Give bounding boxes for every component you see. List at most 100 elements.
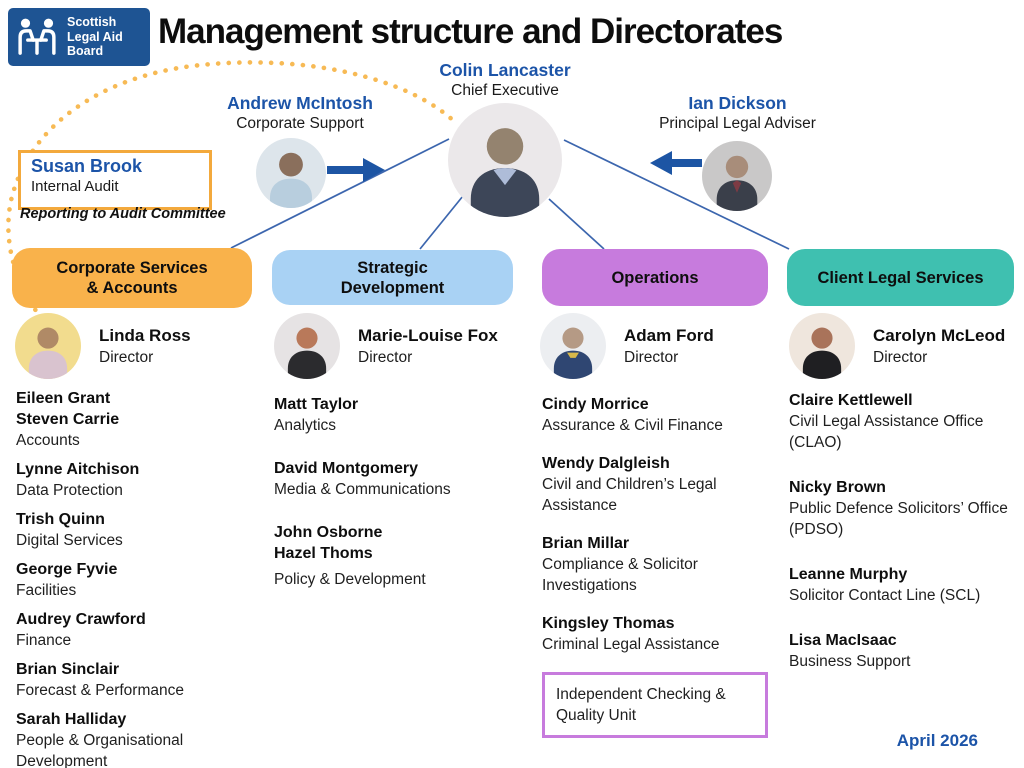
team-names: Eileen Grant Steven Carrie: [16, 390, 120, 428]
page-title: Management structure and Directorates: [158, 12, 783, 51]
team-entry: Cindy Morrice Assurance & Civil Finance: [542, 394, 776, 436]
connector-line-operations: [548, 198, 605, 250]
team-area: Accounts: [16, 432, 80, 449]
adam-ford-photo: [540, 313, 606, 379]
effective-date: April 2026: [896, 731, 978, 750]
directorate-pill-operations: Operations: [542, 249, 768, 306]
team-names: Cindy Morrice: [542, 396, 649, 413]
director-name: Carolyn McLeod: [873, 325, 1006, 345]
corporate-support-role: Corporate Support: [236, 115, 364, 132]
team-entry: Wendy Dalgleish Civil and Children’s Leg…: [542, 453, 776, 516]
director-role: Director: [99, 348, 154, 366]
team-area: Civil and Children’s Legal Assistance: [542, 476, 717, 514]
team-area: Forecast & Performance: [16, 682, 184, 699]
team-list-client-legal-services: Claire Kettlewell Civil Legal Assistance…: [789, 390, 1021, 696]
team-entry: George Fyvie Facilities: [16, 559, 266, 601]
team-area: Finance: [16, 632, 72, 649]
chief-executive-name: Colin Lancaster: [439, 60, 571, 80]
team-names: David Montgomery: [274, 460, 419, 477]
director-row: Adam Ford Director: [540, 313, 714, 379]
team-area: Solicitor Contact Line (SCL): [789, 587, 981, 604]
team-names: Claire Kettlewell: [789, 392, 913, 409]
team-area: Analytics: [274, 417, 337, 434]
arrow-right-icon: [327, 158, 385, 182]
carolyn-mcleod-photo: [789, 313, 855, 379]
directorate-pill-corporate-services: Corporate Services & Accounts: [12, 248, 252, 308]
team-names: Audrey Crawford: [16, 611, 146, 628]
connector-line-strategic: [419, 190, 468, 250]
team-area: Digital Services: [16, 532, 123, 549]
director-row: Linda Ross Director: [15, 313, 191, 379]
director-role: Director: [873, 348, 928, 366]
team-names: Kingsley Thomas: [542, 615, 675, 632]
team-area: Public Defence Solicitors’ Office (PDSO): [789, 500, 1008, 538]
team-entry: Kingsley Thomas Criminal Legal Assistanc…: [542, 613, 776, 655]
team-area: Business Support: [789, 653, 911, 670]
team-area: Criminal Legal Assistance: [542, 636, 720, 653]
team-names: Brian Millar: [542, 535, 630, 552]
ian-dickson-photo: [702, 141, 772, 211]
director-role: Director: [358, 348, 413, 366]
directorate-pill-client-legal-services: Client Legal Services: [787, 249, 1014, 306]
team-entry: Trish Quinn Digital Services: [16, 509, 266, 551]
team-names: Leanne Murphy: [789, 566, 908, 583]
team-entry: Claire Kettlewell Civil Legal Assistance…: [789, 390, 1021, 453]
team-names: John Osborne Hazel Thoms: [274, 524, 383, 562]
corporate-support-name: Andrew McIntosh: [227, 93, 373, 113]
audit-committee-note: Reporting to Audit Committee: [20, 206, 226, 222]
internal-audit-box: Susan Brook Internal Audit: [18, 150, 212, 210]
team-entry: Sarah Halliday People & Organisational D…: [16, 709, 266, 768]
chief-executive-role: Chief Executive: [451, 82, 559, 99]
internal-audit-name: Susan Brook: [31, 156, 143, 176]
team-entry: Lisa MacIsaac Business Support: [789, 630, 1021, 672]
team-list-corporate-services: Eileen Grant Steven Carrie Accounts Lynn…: [16, 388, 266, 768]
director-row: Marie-Louise Fox Director: [274, 313, 498, 379]
team-entry: Brian Millar Compliance & Solicitor Inve…: [542, 533, 776, 596]
marie-louise-fox-photo: [274, 313, 340, 379]
team-names: Matt Taylor: [274, 396, 359, 413]
team-names: Wendy Dalgleish: [542, 455, 670, 472]
team-names: Lynne Aitchison: [16, 461, 140, 478]
team-list-strategic-development: Matt Taylor Analytics David Montgomery M…: [274, 394, 526, 612]
team-entry: Lynne Aitchison Data Protection: [16, 459, 266, 501]
team-area: Assurance & Civil Finance: [542, 417, 723, 434]
internal-audit-role: Internal Audit: [31, 178, 119, 195]
team-area: Compliance & Solicitor Investigations: [542, 556, 698, 594]
legal-adviser-text: Ian Dickson Principal Legal Adviser: [625, 93, 850, 133]
colin-lancaster-photo: [448, 103, 562, 217]
team-entry: Leanne Murphy Solicitor Contact Line (SC…: [789, 564, 1021, 606]
legal-adviser-name: Ian Dickson: [688, 93, 787, 113]
team-entry: Audrey Crawford Finance: [16, 609, 266, 651]
team-entry: Matt Taylor Analytics: [274, 394, 526, 436]
arrow-left-icon: [650, 151, 702, 175]
slab-logo-text: Scottish Legal Aid Board: [67, 15, 123, 59]
team-area: Media & Communications: [274, 481, 451, 498]
team-names: Trish Quinn: [16, 511, 105, 528]
director-role: Director: [624, 348, 679, 366]
team-names: Lisa MacIsaac: [789, 632, 897, 649]
team-area: Data Protection: [16, 482, 123, 499]
linda-ross-photo: [15, 313, 81, 379]
director-row: Carolyn McLeod Director: [789, 313, 1005, 379]
director-name: Linda Ross: [99, 325, 191, 345]
team-names: George Fyvie: [16, 561, 118, 578]
team-area: Policy & Development: [274, 571, 426, 588]
team-entry: Nicky Brown Public Defence Solicitors’ O…: [789, 477, 1021, 540]
andrew-mcintosh-photo: [256, 138, 326, 208]
corporate-support-text: Andrew McIntosh Corporate Support: [200, 93, 400, 133]
team-names: Sarah Halliday: [16, 711, 127, 728]
team-entry: David Montgomery Media & Communications: [274, 458, 526, 500]
team-area: Civil Legal Assistance Office (CLAO): [789, 413, 984, 451]
directorate-pill-strategic-development: Strategic Development: [272, 250, 513, 305]
independent-checking-quality-unit-box: Independent Checking & Quality Unit: [542, 672, 768, 738]
director-name: Adam Ford: [624, 325, 714, 345]
chief-executive-text: Colin Lancaster Chief Executive: [405, 60, 605, 100]
legal-adviser-role: Principal Legal Adviser: [659, 115, 816, 132]
director-name: Marie-Louise Fox: [358, 325, 498, 345]
slab-logo: Scottish Legal Aid Board: [8, 8, 150, 66]
team-area: Facilities: [16, 582, 77, 599]
slab-people-table-icon: [18, 18, 56, 55]
team-entry: Eileen Grant Steven Carrie Accounts: [16, 388, 266, 451]
team-area: People & Organisational Development: [16, 732, 184, 768]
